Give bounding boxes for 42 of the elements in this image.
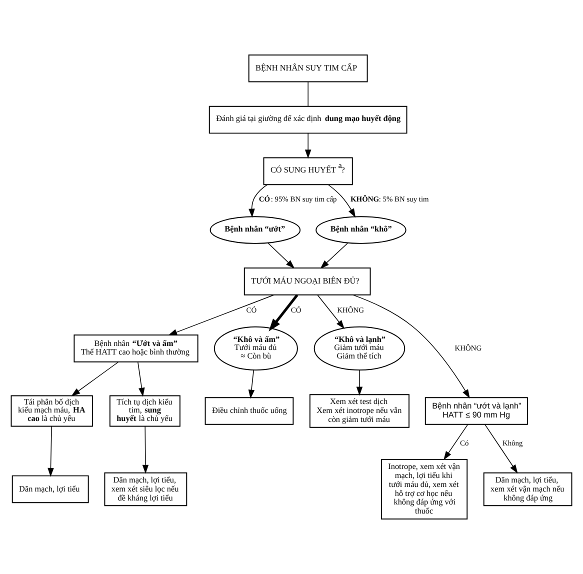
node-box: Dãn mạch, lợi tiểu xyxy=(12,475,89,504)
node-box: Đánh giá tại giường để xác định dung mạo huyết động xyxy=(208,106,408,134)
node-box: Inotrope, xem xét vận mạch, lợi tiểu khi tưới máu đủ, xem xét hỗ trợ cơ học nếu không đáp ứng với thuốc xyxy=(380,458,468,520)
arrow xyxy=(248,184,268,218)
arrow xyxy=(248,370,255,399)
node-ellipse: “Khô và lạnh” Giảm tưới máu Giảm thể tích xyxy=(314,326,406,371)
arrow xyxy=(328,184,356,218)
edge-label: CÓ xyxy=(246,306,257,315)
arrow xyxy=(268,242,295,269)
node-box: Dãn mạch, lợi tiểu, xem xét vận mạch nếu không đáp ứng xyxy=(483,472,572,506)
arrow xyxy=(142,426,149,474)
arrow xyxy=(352,294,470,398)
node-box: Điều chỉnh thuốc uống xyxy=(204,397,294,425)
edge-label: Không xyxy=(502,438,523,448)
node-ellipse: Bệnh nhân “khô” xyxy=(316,216,406,244)
arrow xyxy=(268,294,298,332)
arrow xyxy=(484,424,518,474)
node-box: BỆNH NHÂN SUY TIM CẤP xyxy=(248,54,368,82)
edge-label: CÓ xyxy=(290,306,302,315)
arrow xyxy=(304,133,312,159)
node-box: Dãn mạch, lợi tiểu, xem xét siêu lọc nếu đề kháng lợi tiểu xyxy=(104,472,188,506)
edge-label: KHÔNG: 5% BN suy tim xyxy=(350,194,429,204)
node-ellipse: “Khô và ấm” Tưới máu đủ ≈ Còn bù xyxy=(214,326,298,371)
arrow xyxy=(71,362,119,396)
edge-label: CÓ: 95% BN suy tim cấp xyxy=(258,194,337,204)
edge-label: KHÔNG xyxy=(454,343,482,352)
node-box: Tích tụ dịch kiểu tim, sung huyết là chủ yếu xyxy=(109,395,180,427)
edge-label: KHÔNG xyxy=(337,306,364,315)
arrow xyxy=(48,426,54,477)
node-box: TƯỚI MÁU NGOẠI BIÊN ĐỦ? xyxy=(244,268,371,296)
node-ellipse: Bệnh nhân “ướt” xyxy=(210,216,301,244)
arrow xyxy=(317,294,345,329)
node-box: Tái phân bố dịch kiểu mạch máu, HA cao là chủ yếu xyxy=(10,395,93,427)
arrow xyxy=(168,294,274,336)
arrow xyxy=(320,242,348,269)
arrow xyxy=(444,424,468,460)
node-box: Bệnh nhân “Ướt và ấm” Thể HATT cao hoặc bình thường xyxy=(74,334,198,362)
arrow xyxy=(138,362,145,397)
node-box: Xem xét test dịch Xem xét inotrope nếu vẫn còn giảm tưới máu xyxy=(309,394,410,428)
arrow xyxy=(356,370,363,396)
edge-label: Có xyxy=(460,438,469,448)
node-box: Bệnh nhân “ướt và lạnh” HATT ≤ 90 mm Hg xyxy=(424,397,528,425)
